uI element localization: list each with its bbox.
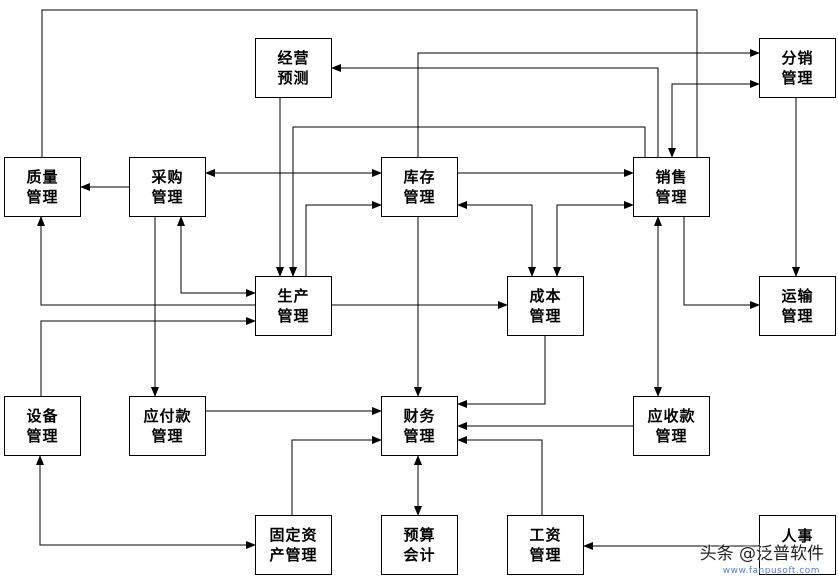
edge-chengben-caiwu <box>457 336 546 408</box>
node-chengben-line2: 管理 <box>529 307 562 325</box>
node-gongzi: 工资 管理 <box>507 515 584 575</box>
node-yingfu-line1: 应付款 <box>143 407 192 425</box>
node-gongzi-line1: 工资 <box>529 526 562 544</box>
node-yingshou: 应收款 管理 <box>633 396 710 456</box>
node-shebei-line1: 设备 <box>26 407 59 425</box>
node-guding-line1: 固定资 <box>269 526 318 544</box>
node-xiaoshou: 销售 管理 <box>633 157 710 217</box>
node-yusuan-line2: 会计 <box>403 546 436 564</box>
node-yunshu: 运输 管理 <box>759 276 836 336</box>
node-yusuan-line1: 预算 <box>403 526 436 544</box>
node-shengchan-line1: 生产 <box>277 287 310 305</box>
edge-shengchan-kucun <box>305 201 382 276</box>
edge-shebei-guding <box>36 455 256 549</box>
node-caiwu-line2: 管理 <box>403 427 436 445</box>
node-yingshou-line2: 管理 <box>655 427 688 445</box>
edge-shengchan-zhiliang <box>37 216 255 306</box>
edge-kucun-fenxiao <box>417 49 760 157</box>
edge-shebei-shengchan <box>40 317 256 396</box>
node-xiaoshou-line1: 销售 <box>655 168 688 186</box>
node-chengben-line1: 成本 <box>529 287 562 305</box>
watermark-text: 头条 @泛普软件 <box>699 544 824 564</box>
node-renshi: 人事 <box>759 515 836 575</box>
node-chengben: 成本 管理 <box>507 276 584 336</box>
node-zhiliang-line2: 管理 <box>26 188 59 206</box>
node-yunshu-line1: 运输 <box>781 287 814 305</box>
node-gongzi-line2: 管理 <box>529 546 562 564</box>
node-yingfu-line2: 管理 <box>151 427 184 445</box>
node-zhiliang: 质量 管理 <box>4 157 81 217</box>
node-caiwu: 财务 管理 <box>381 396 458 456</box>
node-yingshou-line1: 应收款 <box>647 407 696 425</box>
edge-guding-caiwu <box>291 436 382 515</box>
node-yusuan: 预算 会计 <box>381 515 458 575</box>
node-fenxiao-line1: 分销 <box>781 49 814 67</box>
node-shebei-line2: 管理 <box>26 427 59 445</box>
node-kucun-line2: 管理 <box>403 188 436 206</box>
node-shebei: 设备 管理 <box>4 396 81 456</box>
node-shengchan: 生产 管理 <box>255 276 332 336</box>
node-guding-line2: 产管理 <box>269 546 318 564</box>
node-caigou: 采购 管理 <box>129 157 206 217</box>
node-kucun-line1: 库存 <box>403 168 436 186</box>
node-yunshu-line2: 管理 <box>781 307 814 325</box>
edge-xiaoshou-yunshu <box>683 217 760 309</box>
edge-xiaoshou-fenxiao <box>668 80 760 158</box>
edge-xiaoshou-shengchan <box>289 126 646 277</box>
node-xiaoshou-line2: 管理 <box>655 188 688 206</box>
edge-jingying-feedback <box>331 64 659 157</box>
node-caigou-line1: 采购 <box>151 168 184 186</box>
node-jingying-line2: 预测 <box>277 69 310 87</box>
node-jingying: 经营 预测 <box>255 38 332 98</box>
node-kucun: 库存 管理 <box>381 157 458 217</box>
node-jingying-line1: 经营 <box>277 49 310 67</box>
node-renshi-line1: 人事 <box>781 527 814 545</box>
node-fenxiao-line2: 管理 <box>781 69 814 87</box>
node-guding: 固定资 产管理 <box>255 515 332 575</box>
node-fenxiao: 分销 管理 <box>759 38 836 98</box>
node-caiwu-line1: 财务 <box>403 407 436 425</box>
edge-caigou-shengchan <box>177 216 256 297</box>
edge-xiaoshou-chengben <box>553 201 634 277</box>
watermark-url: www.fanpusoft.com <box>722 566 820 576</box>
node-yingfu: 应付款 管理 <box>129 396 206 456</box>
node-shengchan-line2: 管理 <box>277 307 310 325</box>
node-zhiliang-line1: 质量 <box>26 168 59 186</box>
node-caigou-line2: 管理 <box>151 188 184 206</box>
edge-kucun-chengben <box>457 201 536 277</box>
edge-gongzi-caiwu <box>457 436 543 515</box>
